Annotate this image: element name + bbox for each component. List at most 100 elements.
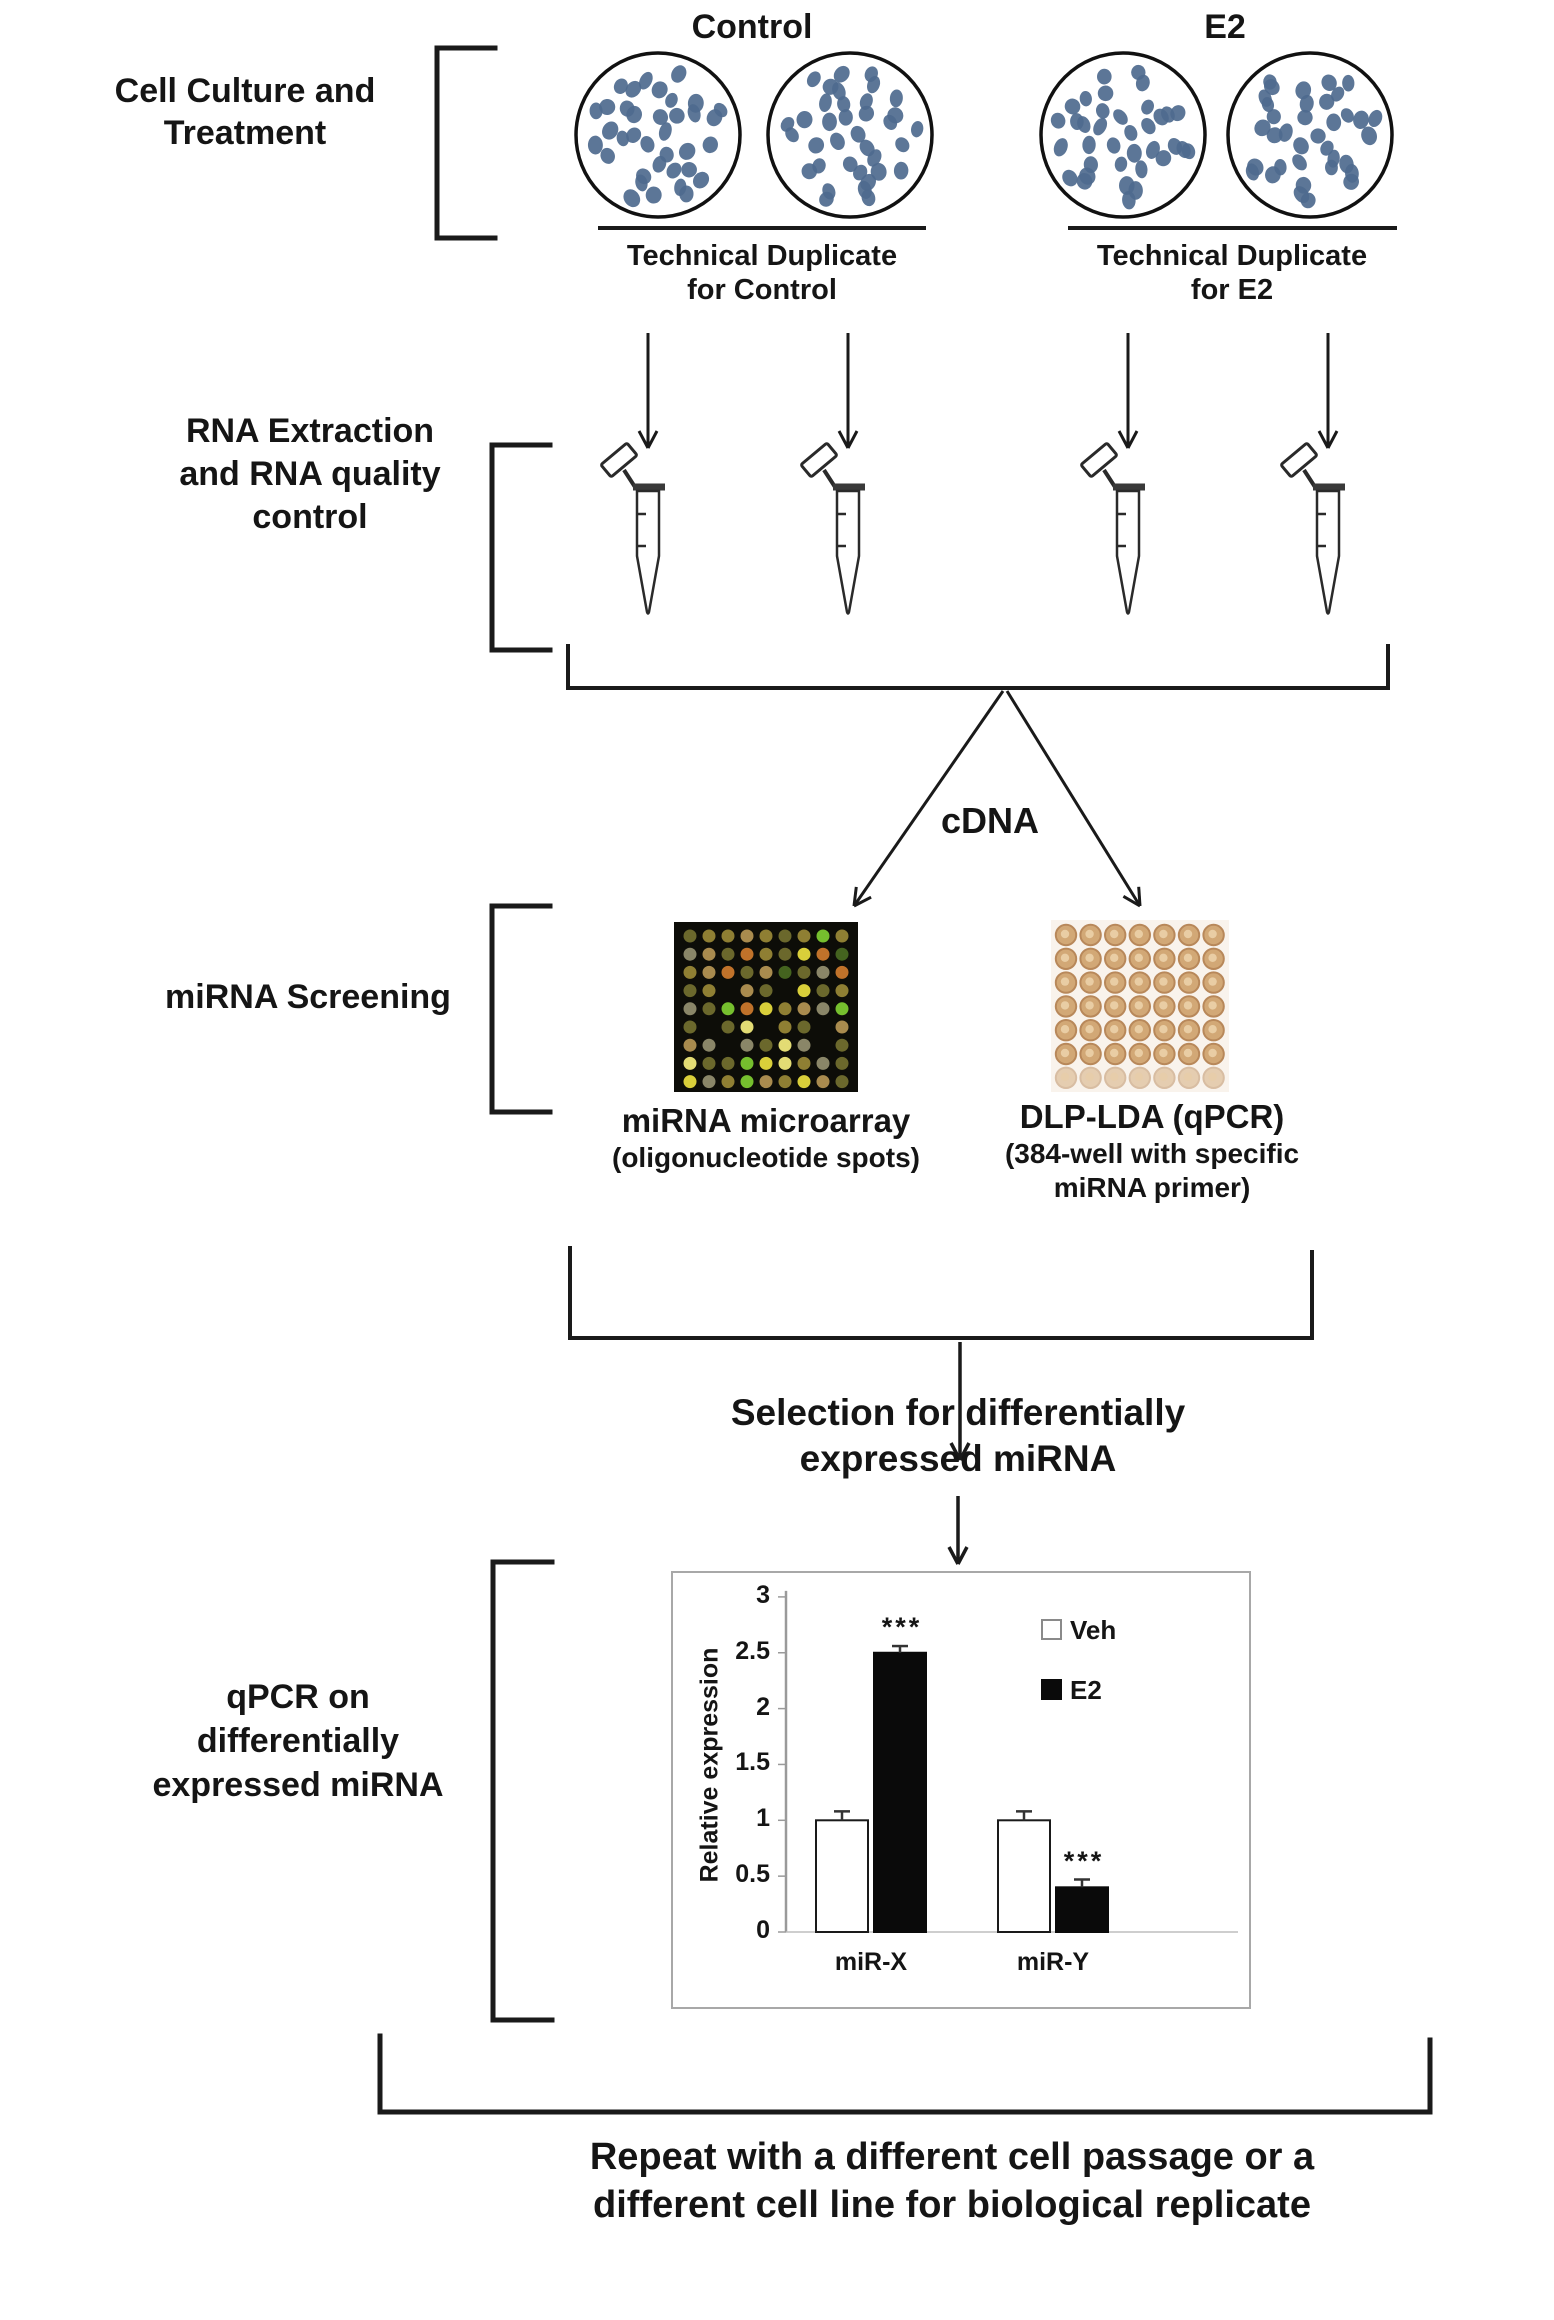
cell-dot — [1053, 138, 1068, 157]
cell-dot — [679, 185, 694, 203]
cdna-label: cDNA — [940, 800, 1040, 841]
cell-dot — [1325, 159, 1338, 176]
microarray-spot — [721, 1020, 735, 1034]
plate-well-center — [1159, 977, 1168, 986]
microarray-spot — [816, 947, 830, 961]
cell-dot — [652, 155, 667, 173]
microcentrifuge-tube-icon-2 — [800, 442, 865, 615]
plate-well-center — [1085, 1072, 1094, 1082]
cell-dot — [1141, 117, 1156, 135]
cell-dot — [1265, 166, 1281, 184]
legend-label-Veh: Veh — [1070, 1615, 1117, 1645]
cell-dot — [1266, 109, 1281, 125]
microarray-spot — [759, 984, 773, 998]
microarray-spot — [759, 1038, 773, 1052]
cell-dot — [1293, 137, 1309, 155]
microarray-spot — [835, 1002, 849, 1016]
plate-well-center — [1159, 1048, 1168, 1058]
cell-dot — [599, 98, 616, 116]
cell-dot — [870, 162, 887, 181]
microarray-spot — [816, 1075, 830, 1089]
x-category-label: miR-Y — [1016, 1948, 1090, 1976]
microarray-spot — [721, 1075, 735, 1089]
microarray-spot — [740, 965, 754, 979]
group-title-control: Control — [691, 8, 813, 46]
cell-dot — [1131, 64, 1146, 80]
cell-dot — [822, 112, 837, 132]
rna-label-line3: control — [252, 498, 368, 536]
microarray-spot — [797, 1075, 811, 1089]
microarray-spot — [797, 965, 811, 979]
bracket-merge-tubes — [566, 644, 1390, 690]
cell-dot — [1122, 190, 1136, 210]
cell-dot — [1155, 150, 1172, 167]
cell-dot — [625, 80, 642, 98]
cell-dot — [587, 135, 603, 155]
cell-dot — [887, 107, 904, 124]
cell-dot — [1097, 68, 1112, 85]
cell-dot — [1263, 74, 1277, 90]
microarray-subcaption: (oligonucleotide spots) — [612, 1142, 920, 1173]
cell-dot — [861, 189, 876, 207]
down-arrow-icon-4-head — [1326, 430, 1339, 449]
cell-dot — [893, 161, 909, 180]
microarray-spot — [797, 929, 811, 943]
tube-body — [1315, 489, 1341, 615]
down-arrow-icon-4-head — [1317, 430, 1330, 449]
microarray-spot — [740, 1020, 754, 1034]
y-tick-label: 0 — [756, 1916, 770, 1944]
e2-caption-line1: Technical Duplicate — [1096, 240, 1368, 272]
bar-E2-miR-Y — [1055, 1886, 1109, 1933]
to-chart-arrow-icon-head — [947, 1546, 960, 1565]
microarray-spot — [683, 1002, 697, 1016]
cell-dot — [702, 136, 718, 154]
plate-well-center — [1060, 977, 1070, 986]
cell-dot — [1326, 113, 1342, 132]
qpcr-label-line2: differentially — [196, 1722, 400, 1760]
petri-dish-icon-4 — [1226, 51, 1394, 219]
microarray-spot — [797, 1020, 811, 1034]
cell-dot — [602, 121, 619, 140]
cell-dot — [1340, 108, 1354, 123]
microarray-spot — [702, 929, 716, 943]
microarray-spot — [721, 1056, 735, 1070]
microarray-caption: miRNA microarray — [621, 1102, 911, 1139]
cell-dot — [619, 100, 635, 117]
cell-culture-label-line2: Treatment — [163, 114, 327, 152]
cell-dot — [1292, 154, 1307, 171]
microcentrifuge-tube-icon-3 — [1080, 442, 1145, 615]
microarray-spot — [702, 965, 716, 979]
control-caption-line1: Technical Duplicate — [626, 240, 898, 272]
microarray-spot — [759, 1056, 773, 1070]
microarray-spot — [740, 947, 754, 961]
y-tick-label: 1 — [756, 1804, 770, 1833]
microarray-spot — [759, 1002, 773, 1016]
cell-dot — [626, 127, 642, 143]
microarray-spot — [797, 947, 811, 961]
plate-well-center — [1110, 977, 1119, 986]
plate-well-center — [1134, 1025, 1144, 1034]
cell-dot — [1295, 81, 1312, 100]
cell-dot — [1106, 137, 1121, 154]
cell-dot — [1082, 135, 1096, 155]
selection-line2: expressed miRNA — [799, 1438, 1117, 1479]
cell-dot — [1076, 172, 1093, 190]
microarray-spot — [816, 965, 830, 979]
cell-dot — [1361, 126, 1378, 146]
cell-dot — [1181, 143, 1196, 160]
microarray-spot — [740, 984, 754, 998]
cell-dot — [652, 109, 669, 125]
cell-dot — [1141, 99, 1154, 115]
cell-dot — [1114, 156, 1128, 172]
bar-Veh-miR-X — [815, 1819, 869, 1934]
microarray-spot — [835, 965, 849, 979]
microarray-spot — [816, 1056, 830, 1070]
cell-dot — [796, 110, 813, 129]
microarray-spot — [778, 1038, 792, 1052]
plate-well-center — [1134, 1001, 1144, 1010]
plate-well-center — [1134, 1048, 1144, 1058]
microarray-spot — [778, 1075, 792, 1089]
microarray-spot — [835, 1075, 849, 1089]
microarray-spot — [797, 1038, 811, 1052]
